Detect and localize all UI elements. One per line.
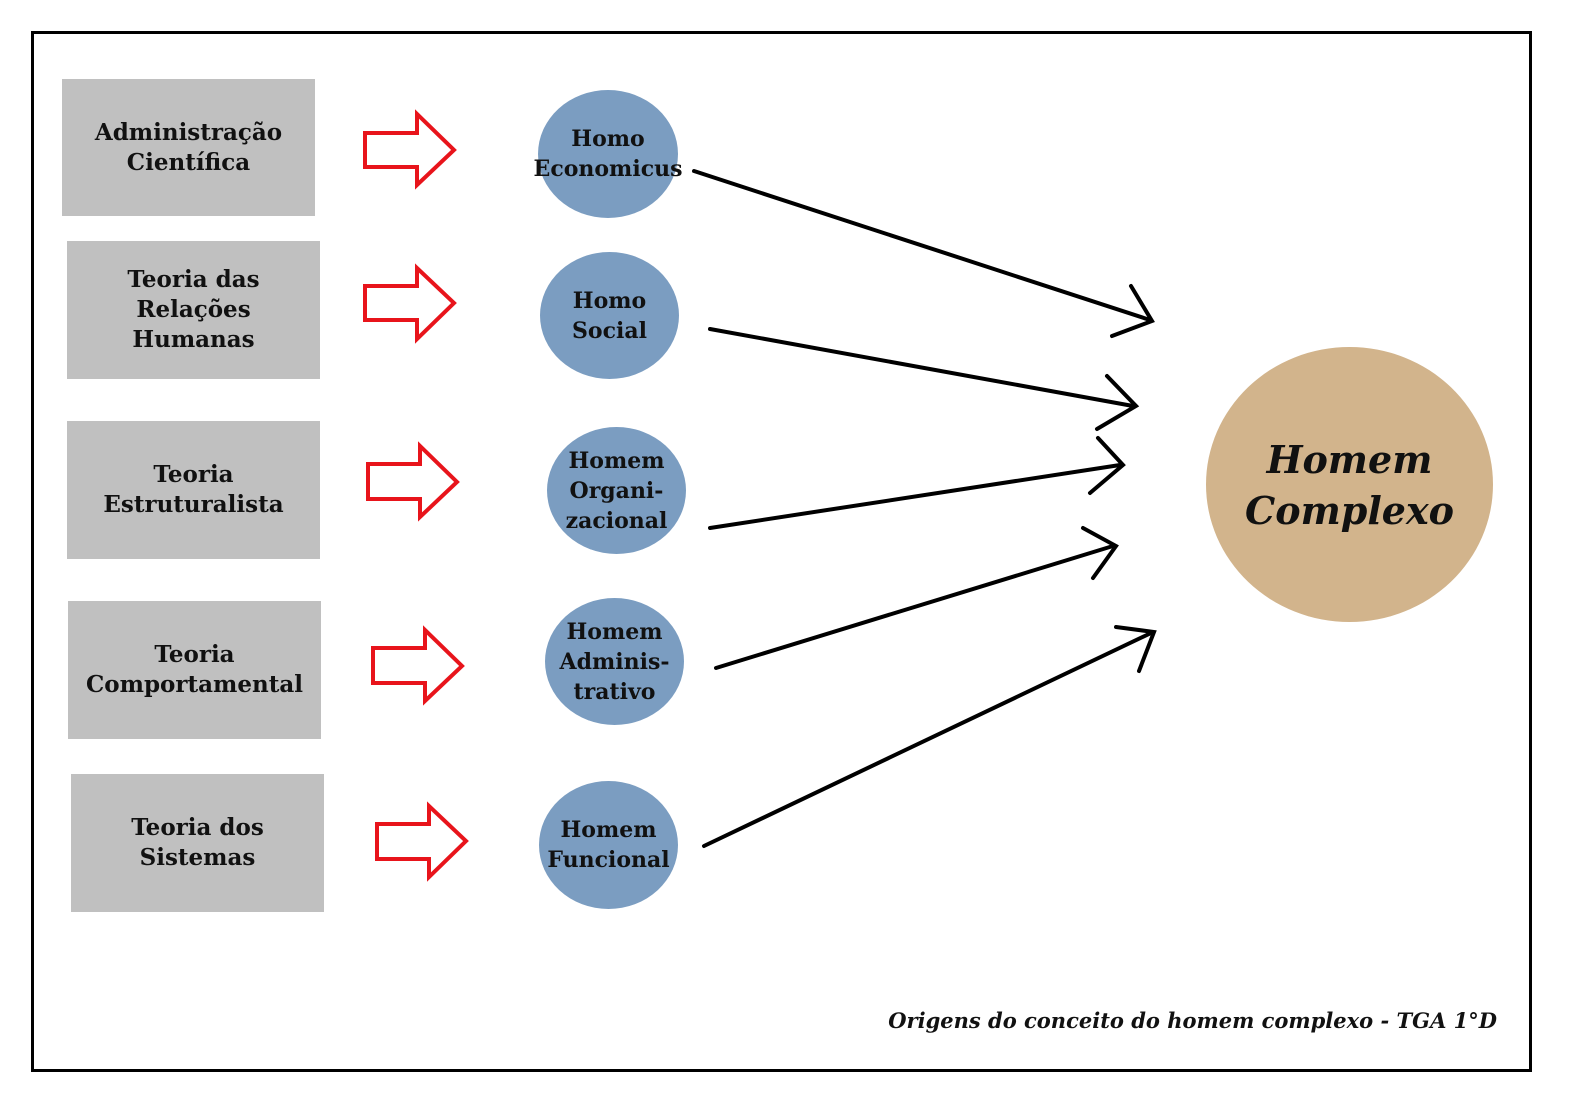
connector-head-3 [1088,436,1126,495]
connector-head-4 [1081,526,1119,580]
circle-homem-organizacional: Homem Organi- zacional [547,427,686,554]
circle-homo-social: Homo Social [540,252,679,379]
block-arrow-3 [366,441,460,522]
connector-line-1 [692,169,1152,322]
connector-head-2 [1095,374,1140,431]
theory-box-estruturalista: Teoria Estruturalista [67,421,320,559]
connector-head-5 [1114,625,1157,673]
block-arrow-1 [363,109,457,190]
circle-homo-economicus: Homo Economicus [534,90,682,218]
circle-homem-administrativo: Homem Adminis- trativo [545,598,684,725]
block-arrow-5 [375,801,469,882]
block-arrow-2 [363,263,457,344]
diagram-frame [31,31,1532,1072]
connector-line-3 [708,463,1122,530]
theory-box-administracao-cientifica: Administração Científica [62,79,315,216]
block-arrow-4 [371,625,465,706]
theory-box-relacoes-humanas: Teoria das Relações Humanas [67,241,320,379]
connector-head-1 [1110,284,1155,338]
connector-line-5 [702,631,1153,848]
circle-homem-funcional: Homem Funcional [539,781,678,909]
theory-box-sistemas: Teoria dos Sistemas [71,774,324,912]
circle-homem-complexo: Homem Complexo [1206,347,1493,622]
connector-line-2 [708,327,1135,408]
figure-caption: Origens do conceito do homem complexo - … [888,1008,1497,1033]
connector-line-4 [714,544,1115,670]
theory-box-comportamental: Teoria Comportamental [68,601,321,739]
